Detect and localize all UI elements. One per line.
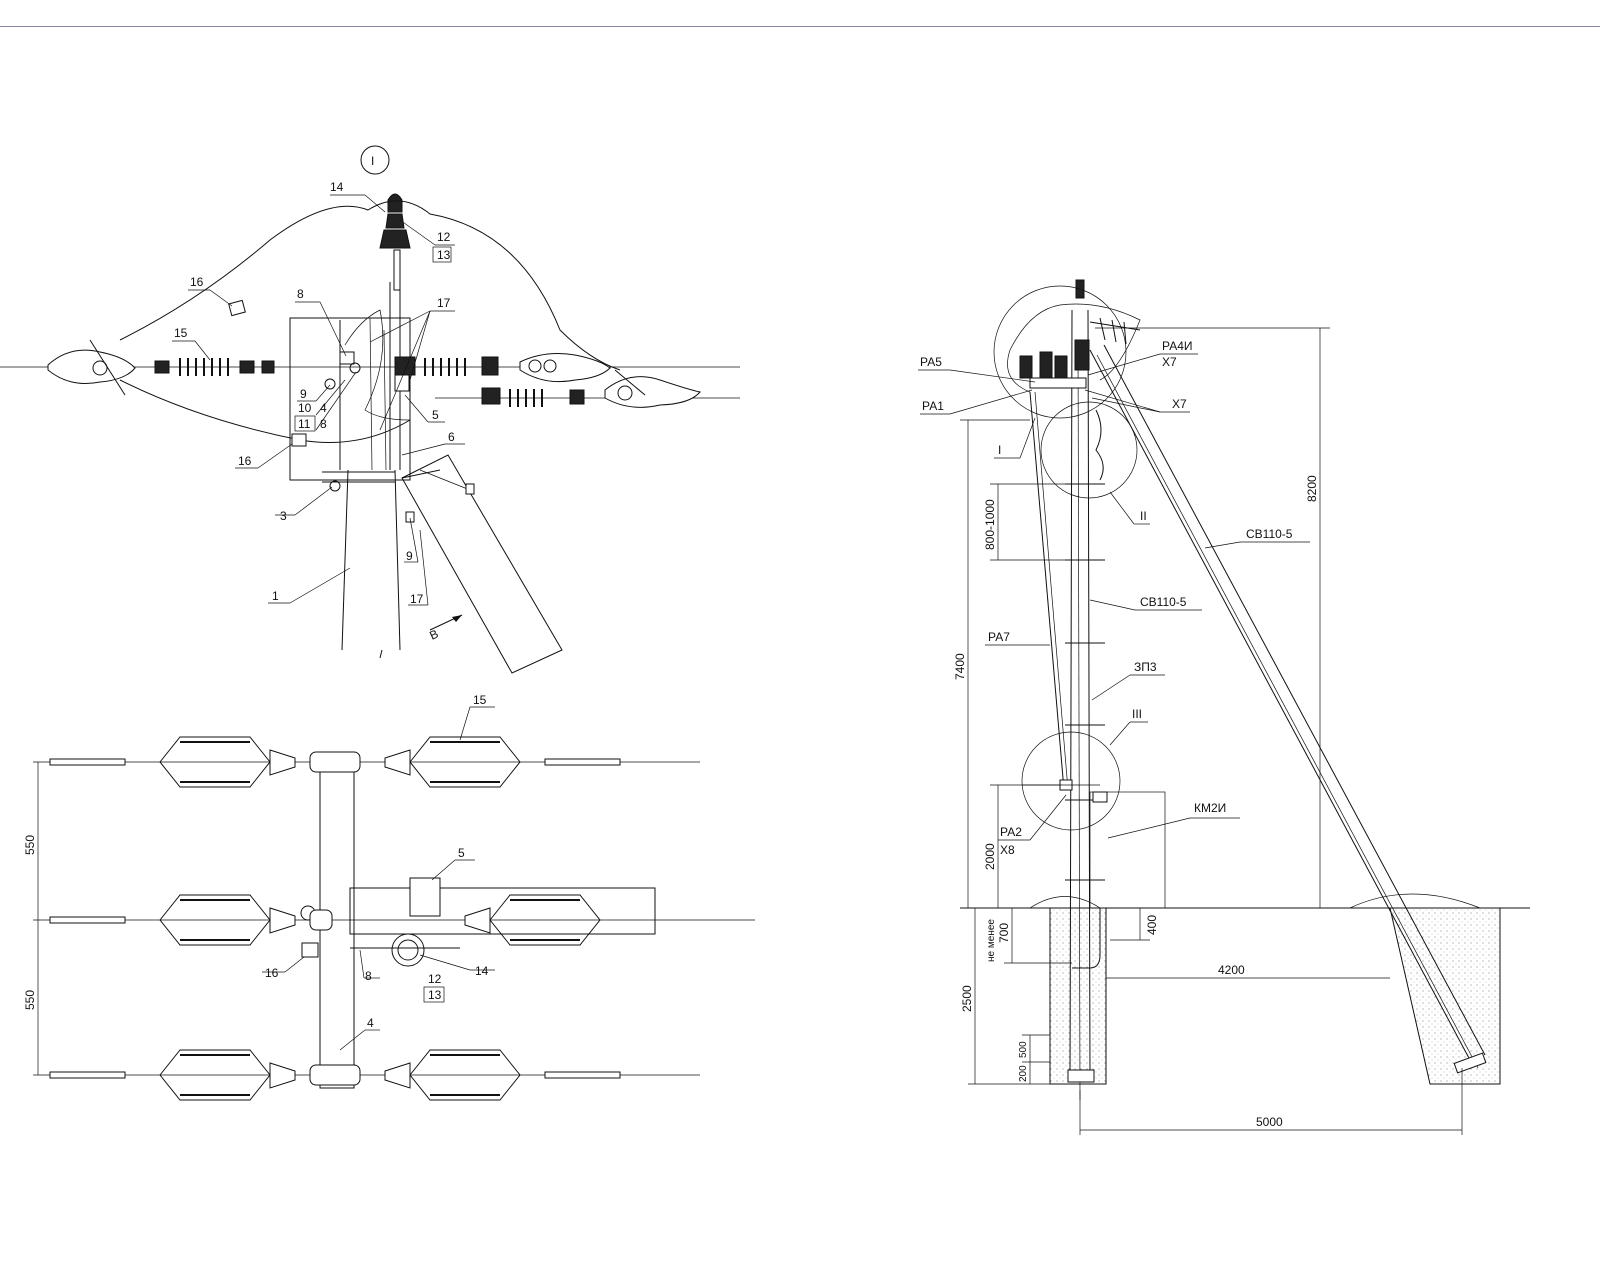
pole-body [339,282,401,659]
insulator-cluster [49,1049,621,1101]
pole-foundation-pit [1049,907,1107,1085]
callout-1: 1 [272,589,279,603]
dim-7400: 7400 [953,653,967,680]
label-pa4i: РА4И [1162,339,1193,353]
callout-11: 11 [298,417,311,431]
callout-12: 12 [437,230,451,244]
insulator-string-lower [481,387,585,408]
dim-4200: 4200 [1218,963,1245,977]
plan-tag-16 [301,942,319,958]
jumper-wire-14 [119,200,621,371]
plan-callout-4: 4 [367,1016,374,1030]
callout-8-top: 8 [297,287,304,301]
detail-i-front-view: I [0,145,740,674]
callout-6: 6 [448,430,455,444]
callout-leaders [172,194,465,606]
detail-circle-i [993,285,1127,419]
label-tag-16 [291,433,307,447]
inclined-strut [401,454,563,674]
plan-dimensions [33,761,50,1076]
callout-14: 14 [330,180,344,194]
dim-200: 200 [1018,1065,1029,1082]
dim-5000: 5000 [1256,1115,1283,1129]
elevation-leaders [918,353,1310,841]
callout-17-strut: 17 [410,592,424,606]
callout-16-mid: 16 [238,454,252,468]
dim-550-upper: 550 [23,835,37,855]
label-x7-lower: Х7 [1172,397,1187,411]
strut-foundation-pit [1389,907,1501,1085]
detail-marker-circle [360,145,390,175]
callout-15: 15 [174,326,188,340]
label-zp3: ЗП3 [1134,660,1157,674]
dim-800-1000: 800-1000 [983,499,997,550]
insulator-cluster [49,894,601,946]
crossarm-plate [289,317,411,481]
pin-insulator [379,193,411,291]
label-pa5: РА5 [920,355,942,369]
km2i-bracket [1089,791,1166,909]
callout-17-top: 17 [437,296,451,310]
detail-marker-label: I [371,154,374,168]
label-strut-sv110-5: СВ110-5 [1246,527,1293,541]
callout-9-top: 9 [300,387,307,401]
label-detail-iii: III [1132,707,1142,721]
label-km2i: КМ2И [1194,801,1226,815]
label-x8: Х8 [1000,843,1015,857]
top-border-line [0,26,1600,27]
dim-550-lower: 550 [23,990,37,1010]
callout-9-strut: 9 [406,549,413,563]
insulator-string-left [154,357,275,377]
plan-callout-8: 8 [365,969,372,983]
plan-callout-leaders [262,706,495,1051]
label-pa7: РА7 [988,630,1010,644]
label-x7-upper: Х7 [1162,355,1177,369]
callout-8-mid: 8 [320,417,327,431]
callout-16-top: 16 [190,275,204,289]
plan-callout-16: 16 [265,966,279,980]
pole-elevation: 8200 800-1000 7400 2000 не менее 700 400… [918,279,1530,1135]
jumper-loop [344,309,411,421]
plan-callout-15: 15 [473,693,487,707]
strain-clamp-left [47,339,136,396]
plan-callout-12: 12 [428,972,442,986]
dim-2000: 2000 [983,843,997,870]
label-pole-sv110-5: СВ110-5 [1140,595,1187,609]
dim-400: 400 [1145,915,1159,935]
label-detail-ii: II [1140,509,1147,523]
label-tag-16-top [228,299,246,317]
dim-500: 500 [1018,1041,1029,1058]
label-pa1: РА1 [922,399,944,413]
insulator-cluster [49,736,621,788]
insulator-string-right [394,356,499,377]
elevation-dimensions [960,327,1463,1135]
strain-clamp-right [519,353,701,408]
callout-4-top: 4 [320,401,327,415]
view-label: B [427,627,440,643]
callout-13: 13 [437,248,451,262]
ground-wire-pa7 [1029,391,1065,791]
plan-callout-14: 14 [475,964,489,978]
dim-2500: 2500 [960,985,974,1012]
callout-10: 10 [298,401,312,415]
detail-circle-iii [1021,731,1121,831]
label-detail-i: I [998,443,1001,457]
callout-3: 3 [280,509,287,523]
detail-circle-ii [1040,401,1138,499]
label-pa2: РА2 [1000,825,1022,839]
plan-strut-beam [349,887,656,935]
plan-callout-5: 5 [458,846,465,860]
plan-callout-13: 13 [428,988,442,1002]
dim-8200: 8200 [1305,475,1319,502]
dim-ne-menee: не менее [986,919,997,962]
dim-700: 700 [997,923,1011,943]
top-crossarm [1029,377,1087,389]
detail-plan-view: 550 550 15 5 16 8 12 13 14 4 [23,693,755,1101]
inclined-strut-sv110 [1089,344,1487,1074]
main-pole [1067,309,1095,1101]
callout-5-top: 5 [432,408,439,422]
plan-pin-insulator [391,933,425,967]
